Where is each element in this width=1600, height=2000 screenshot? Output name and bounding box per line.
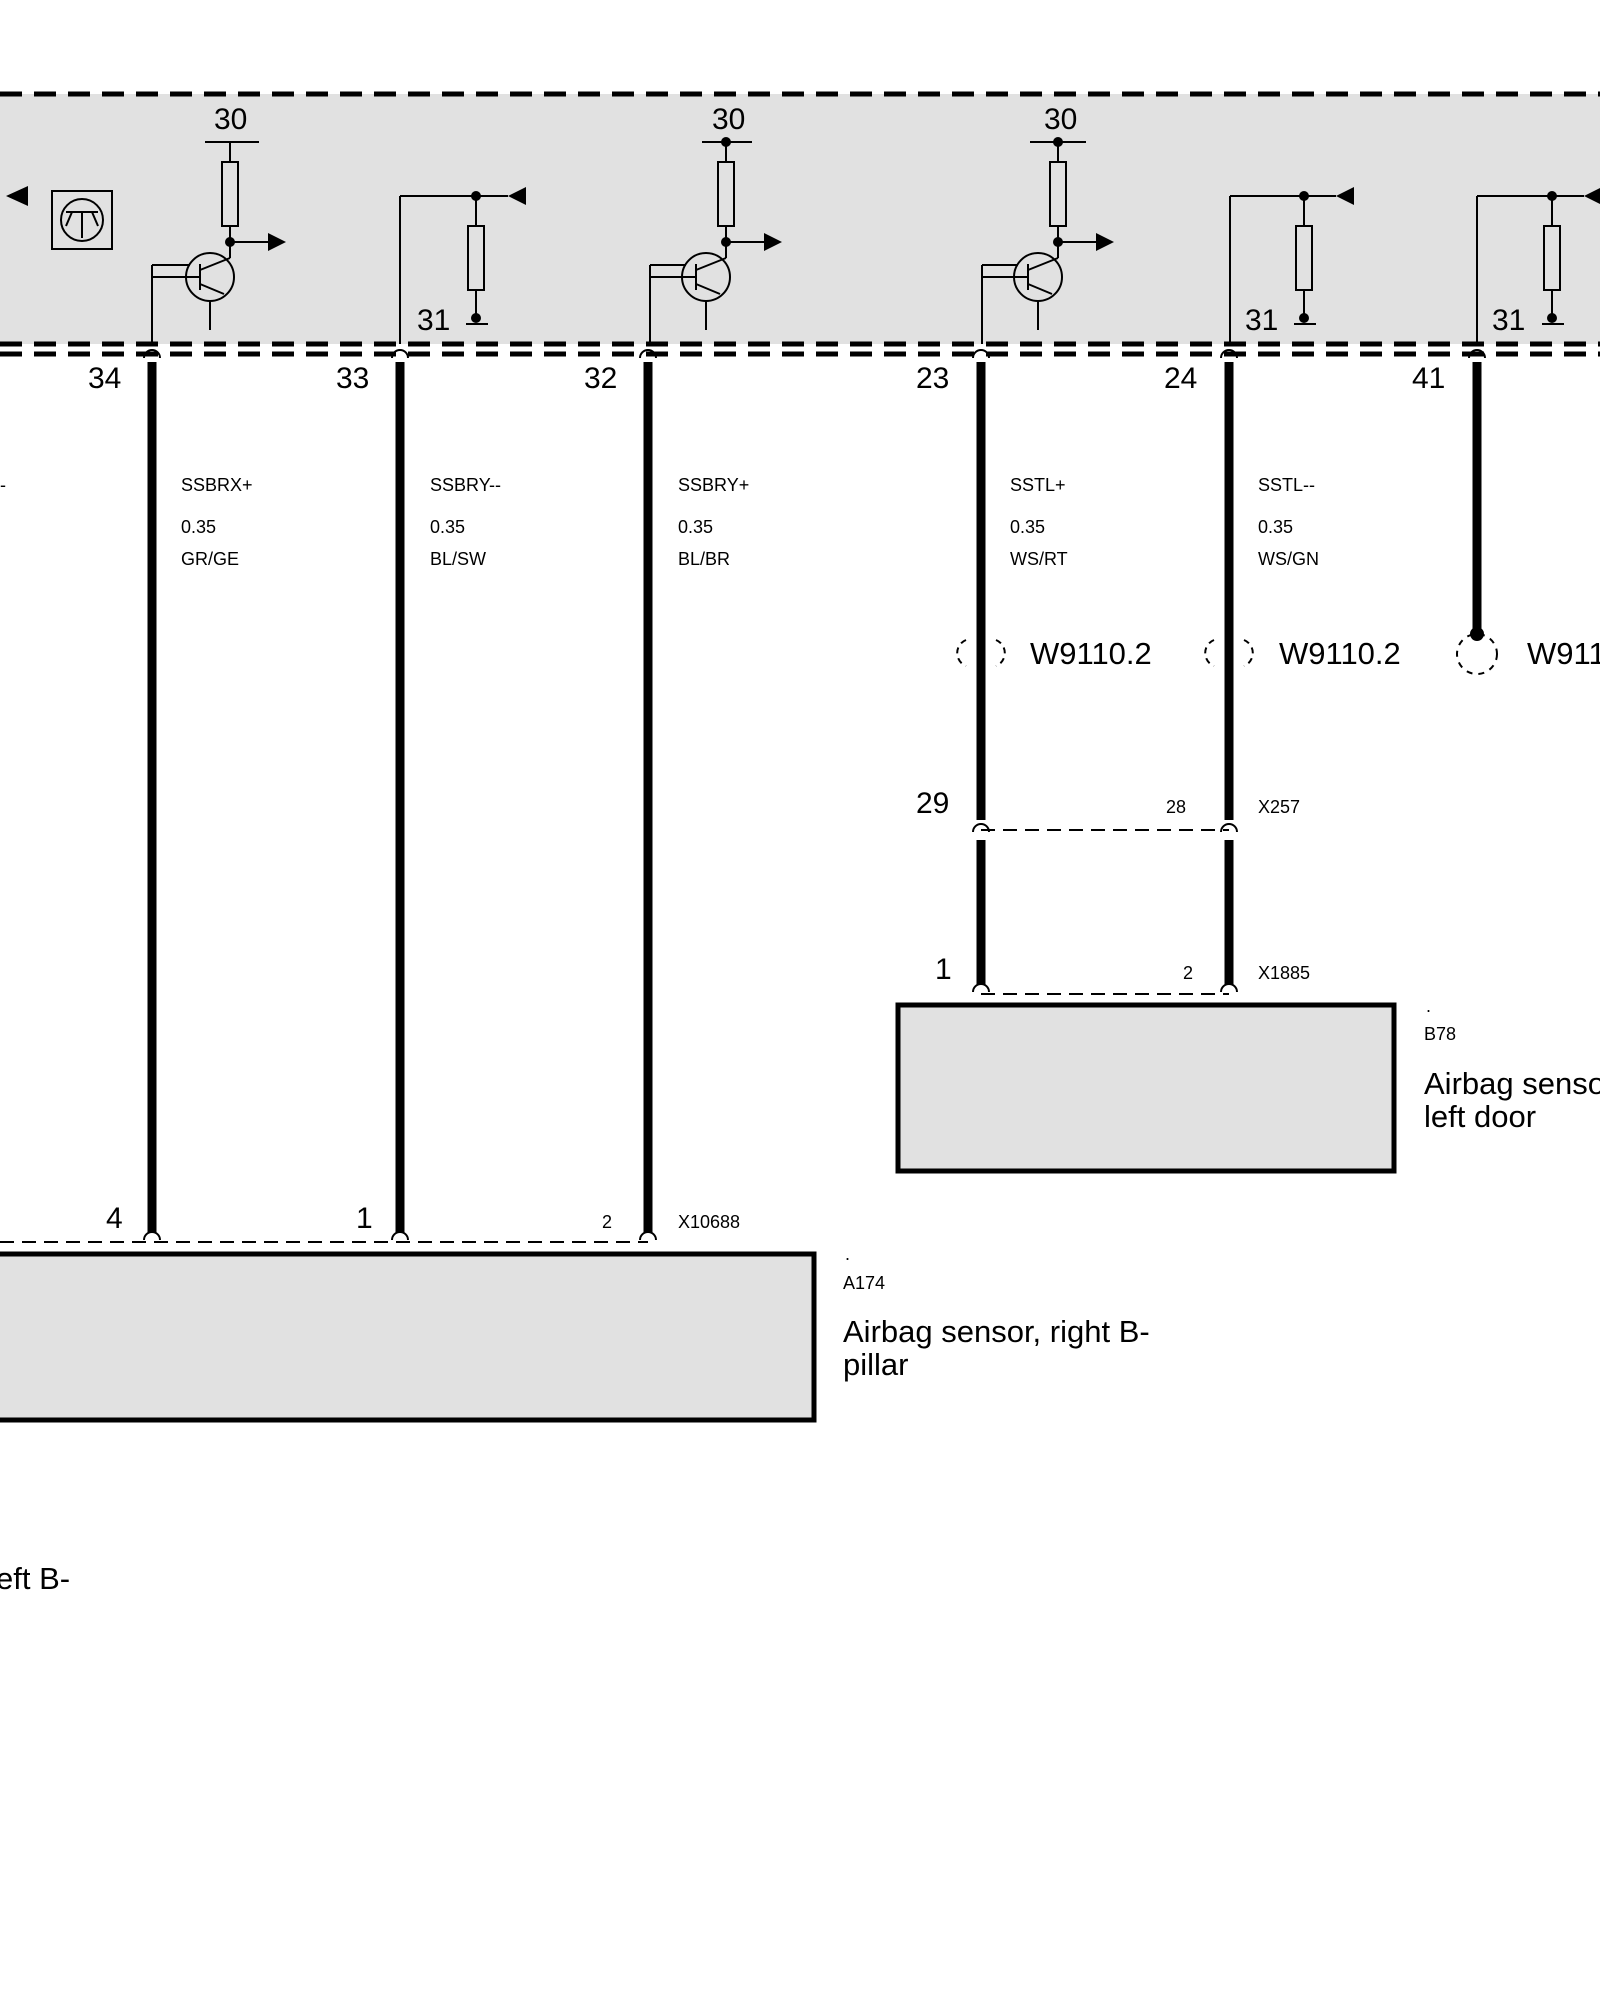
component-description: Airbag senso <box>1424 1066 1600 1101</box>
control-unit: 30 31 <box>0 91 1600 357</box>
wire-gauge-label: 0.35 <box>430 517 465 537</box>
wire-color-label: GR/GE <box>181 549 239 569</box>
splice-icon <box>1204 639 1254 667</box>
wire-gauge-label: 0.35 <box>181 517 216 537</box>
connector-pin-label: 29 <box>916 787 949 820</box>
wire-signal-label: -- <box>0 475 6 495</box>
pullup-stage-pin24: 31 <box>1229 187 1354 344</box>
splice-label: W911 <box>1527 636 1600 671</box>
component-a174-body <box>0 1251 817 1423</box>
component-a174: . A174 Airbag sensor, right B- pillar <box>0 1244 1150 1423</box>
component-id: B78 <box>1424 1024 1456 1044</box>
control-unit-housing <box>0 94 1600 344</box>
component-id: A174 <box>843 1273 885 1293</box>
connector-pin-label: 2 <box>602 1212 612 1232</box>
connector-pin-label: 2 <box>1183 963 1193 983</box>
wires <box>143 349 1486 1241</box>
connector-pin-label: 1 <box>935 953 952 986</box>
connector-x1885: 1 2 X1885 <box>935 953 1310 995</box>
pin-label: 41 <box>1412 362 1445 395</box>
component-description: Airbag sensor, right B- <box>843 1314 1150 1349</box>
supply-label-30: 30 <box>1044 103 1077 136</box>
supply-label-30: 30 <box>712 103 745 136</box>
connector-name: X10688 <box>678 1212 740 1232</box>
wire-signal-label: SSTL+ <box>1010 475 1066 495</box>
ground-label-31: 31 <box>1492 304 1525 337</box>
wire-signal-label: SSTL-- <box>1258 475 1315 495</box>
transistor-stage-pin34: 30 <box>151 103 286 344</box>
wire-gauge-label: 0.35 <box>1010 517 1045 537</box>
pullup-stage-pin33: 31 <box>399 187 526 344</box>
connector-name: X257 <box>1258 797 1300 817</box>
wire-color-label: WS/GN <box>1258 549 1319 569</box>
wire-signal-label: SSBRX+ <box>181 475 253 495</box>
pin-label: 23 <box>916 362 949 395</box>
connector-x257: 29 28 X257 <box>916 787 1300 831</box>
connector-pin-label: 1 <box>356 1202 373 1235</box>
splices: W9110.2 W9110.2 W911 <box>956 627 1600 675</box>
wire-gauge-label: 0.35 <box>1258 517 1293 537</box>
wire-signal-label: SSBRY+ <box>678 475 749 495</box>
component-description: pillar <box>843 1347 908 1382</box>
wire-gauge-label: 0.35 <box>678 517 713 537</box>
component-dot: . <box>1426 996 1431 1016</box>
component-description: left door <box>1424 1099 1536 1134</box>
transistor-stage-pin32: 30 <box>649 103 782 344</box>
wire-signal-label: SSBRY-- <box>430 475 501 495</box>
pin-label: 32 <box>584 362 617 395</box>
splice-icon <box>956 639 1006 667</box>
ground-label-31: 31 <box>1245 304 1278 337</box>
component-dot: . <box>845 1244 850 1264</box>
transistor-symbol-icon <box>51 190 113 250</box>
pin-label: 33 <box>336 362 369 395</box>
pullup-stage-pin41: 31 <box>1476 188 1600 344</box>
wire-color-label: WS/RT <box>1010 549 1068 569</box>
component-b78: . B78 Airbag senso left door <box>895 996 1600 1174</box>
wire-labels: -- SSBRX+ 0.35 GR/GE SSBRY-- 0.35 BL/SW … <box>0 475 1319 569</box>
ground-label-31: 31 <box>417 304 450 337</box>
splice-label: W9110.2 <box>1030 636 1152 671</box>
connector-pin-label: 28 <box>1166 797 1186 817</box>
splice-label: W9110.2 <box>1279 636 1401 671</box>
transistor-stage-pin23: 30 <box>981 103 1114 344</box>
supply-label-30: 30 <box>214 103 247 136</box>
offpage-component-label: eft B- <box>0 1561 70 1596</box>
pin-label: 24 <box>1164 362 1197 395</box>
wire-color-label: BL/BR <box>678 549 730 569</box>
connector-x10688: 4 1 2 X10688 <box>0 1202 740 1243</box>
connector-name: X1885 <box>1258 963 1310 983</box>
splice-icon <box>1456 627 1498 675</box>
component-b78-body <box>895 1002 1397 1174</box>
wire-color-label: BL/SW <box>430 549 486 569</box>
pin-label: 34 <box>88 362 121 395</box>
connector-pin-label: 4 <box>106 1202 123 1235</box>
output-arrow-icon <box>6 186 28 206</box>
ecu-pin-labels: 34 33 32 23 24 41 <box>88 362 1445 395</box>
